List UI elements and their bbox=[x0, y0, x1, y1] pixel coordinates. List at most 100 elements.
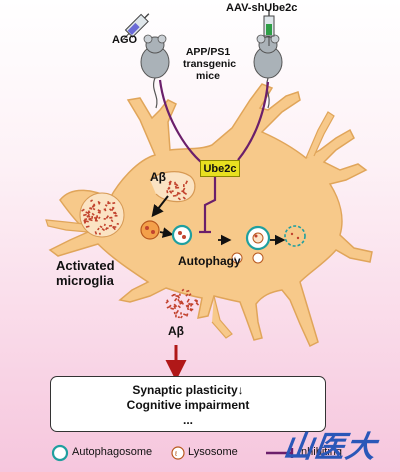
abeta-particle bbox=[174, 306, 176, 310]
abeta-particle bbox=[182, 187, 186, 192]
abeta-particle bbox=[182, 196, 186, 200]
abeta-particle bbox=[171, 190, 174, 193]
abeta-particle bbox=[92, 207, 96, 211]
abeta-particle bbox=[174, 185, 178, 189]
abeta-uptake-pocket bbox=[149, 171, 196, 203]
abeta-particle bbox=[110, 207, 115, 212]
abeta-particle bbox=[188, 302, 191, 306]
abeta-particle bbox=[84, 218, 88, 221]
abeta-particle bbox=[91, 204, 96, 209]
abeta-particle bbox=[173, 297, 178, 302]
abeta-particle bbox=[186, 289, 190, 293]
abeta-particle bbox=[176, 294, 181, 299]
abeta-particle bbox=[167, 187, 170, 190]
abeta-particle bbox=[165, 300, 169, 304]
flow-arrow bbox=[159, 227, 174, 238]
abeta-particle bbox=[98, 201, 101, 205]
logo: 山医大 bbox=[281, 430, 379, 465]
autophagosome bbox=[171, 224, 193, 246]
abeta-aggregate-bottom bbox=[165, 288, 200, 319]
abeta-bottom-label: Aβ bbox=[168, 324, 184, 338]
model-label-line2: transgenic bbox=[183, 58, 237, 70]
abeta-particle bbox=[181, 301, 185, 305]
abeta-aggregate-top bbox=[166, 180, 188, 201]
abeta-particle bbox=[183, 313, 187, 316]
lysosome bbox=[231, 252, 243, 264]
abeta-particle bbox=[171, 294, 175, 297]
microglia-process bbox=[305, 111, 335, 159]
outcome-line2: Cognitive impairment bbox=[126, 398, 250, 412]
legend-autophagosome-label: Autophagosome bbox=[72, 446, 153, 458]
lysosome bbox=[252, 252, 264, 264]
abeta-particle bbox=[94, 231, 98, 235]
abeta-particle bbox=[189, 308, 194, 311]
syringe-aav-icon bbox=[263, 10, 275, 46]
abeta-particle bbox=[170, 307, 175, 310]
abeta-vesicle bbox=[140, 220, 160, 240]
abeta-particle bbox=[185, 304, 189, 308]
abeta-particle bbox=[180, 312, 182, 315]
legend: ℓ Autophagosome Lysosome Inhibiting bbox=[0, 440, 400, 472]
abeta-particle bbox=[168, 190, 173, 194]
abeta-particle bbox=[107, 201, 111, 205]
abeta-particle bbox=[188, 293, 192, 297]
svg-text:ℓ: ℓ bbox=[234, 256, 236, 263]
model-label-line3: mice bbox=[196, 70, 220, 82]
abeta-particle bbox=[93, 216, 97, 221]
abeta-particle bbox=[87, 215, 91, 218]
abeta-particle bbox=[82, 213, 87, 217]
abeta-particle bbox=[97, 227, 100, 231]
abeta-particle bbox=[112, 202, 116, 205]
abeta-particle bbox=[109, 216, 113, 219]
abeta-particle bbox=[105, 215, 109, 219]
microglia-label-line1: Activated bbox=[56, 258, 115, 273]
svg-text:ℓ: ℓ bbox=[174, 451, 178, 458]
aav-to-ube2c-line bbox=[237, 81, 270, 161]
autophagy-label: Autophagy bbox=[178, 254, 241, 268]
abeta-particle bbox=[94, 219, 98, 222]
abeta-particle bbox=[186, 313, 189, 317]
abeta-particle bbox=[103, 223, 106, 227]
abeta-particle bbox=[168, 180, 172, 185]
abeta-particle bbox=[177, 316, 180, 319]
abeta-particle bbox=[101, 228, 106, 232]
abeta-particle bbox=[195, 302, 200, 306]
abeta-particle bbox=[172, 194, 177, 197]
abeta-particle bbox=[83, 219, 86, 224]
syringe-ago-icon bbox=[121, 13, 150, 41]
abeta-particle bbox=[189, 303, 194, 307]
microglia-process bbox=[45, 219, 89, 233]
microglia-process bbox=[211, 295, 233, 339]
lysosome-legend-icon bbox=[171, 446, 185, 460]
abeta-particle bbox=[97, 209, 102, 213]
abeta-particle bbox=[180, 315, 183, 319]
uptake-arrow bbox=[151, 195, 169, 218]
abeta-particle bbox=[98, 232, 102, 235]
abeta-particle bbox=[185, 180, 188, 185]
abeta-particle bbox=[114, 215, 118, 217]
abeta-particle bbox=[87, 210, 91, 213]
abeta-particle bbox=[91, 212, 95, 216]
abeta-particle bbox=[89, 207, 93, 210]
abeta-particle bbox=[169, 304, 172, 308]
ago-label: AGO bbox=[112, 34, 138, 46]
abeta-particle bbox=[103, 218, 106, 220]
mouse-aav-icon bbox=[253, 34, 283, 109]
abeta-particle bbox=[181, 288, 185, 292]
abeta-particle bbox=[174, 181, 176, 185]
abeta-particle bbox=[177, 197, 181, 201]
abeta-particle bbox=[108, 224, 113, 227]
abeta-particle bbox=[90, 199, 93, 203]
abeta-aggregate-left bbox=[81, 199, 120, 235]
ube2c-inhibition-line bbox=[203, 177, 217, 232]
outcome-line3: ... bbox=[182, 413, 193, 427]
legend-inhibition-label: Inhibiting bbox=[298, 446, 343, 458]
degradation-vesicle bbox=[284, 225, 306, 247]
abeta-particle bbox=[116, 222, 120, 225]
outcome-box: Synaptic plasticity↓ Cognitive impairmen… bbox=[50, 376, 326, 432]
microglia-label-line2: microglia bbox=[56, 273, 114, 288]
abeta-particle bbox=[86, 213, 90, 218]
abeta-particle bbox=[97, 211, 101, 214]
abeta-particle bbox=[85, 211, 90, 215]
